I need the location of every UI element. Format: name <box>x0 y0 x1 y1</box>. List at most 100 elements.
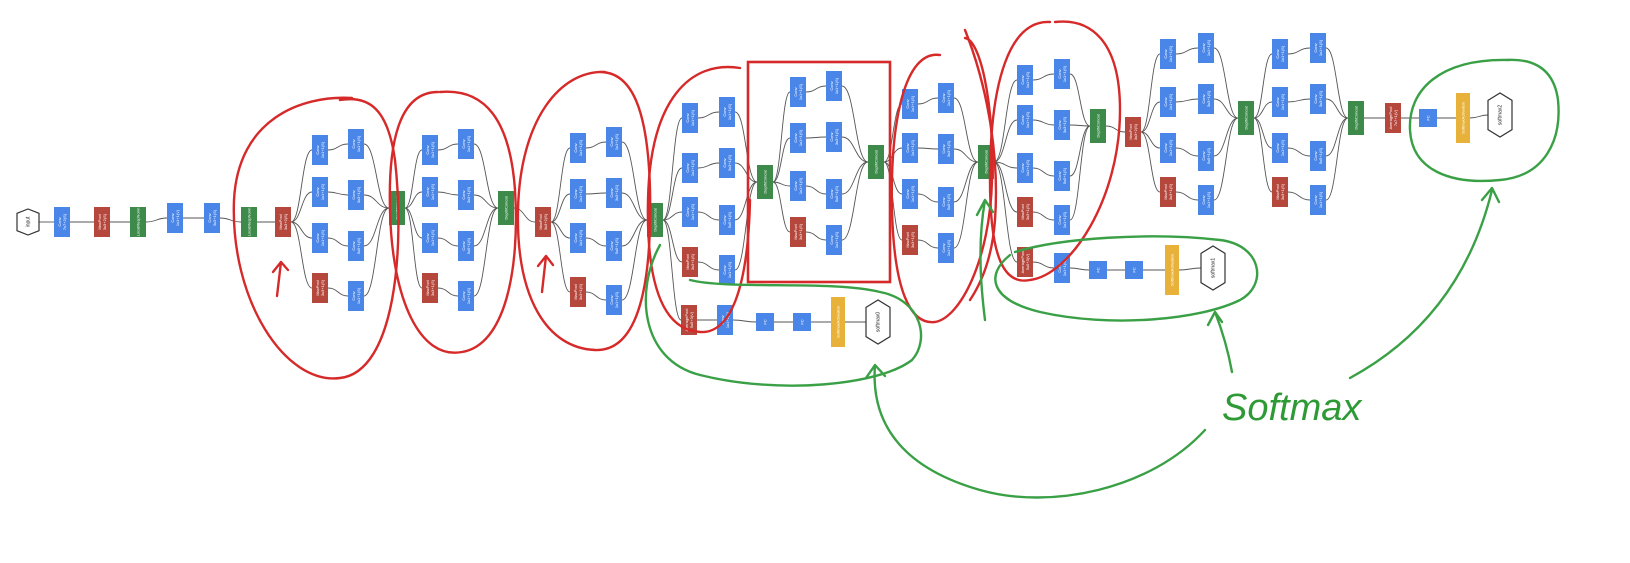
edge <box>363 194 390 209</box>
block-label: DepthConcat <box>874 149 879 173</box>
conv-block-shape <box>312 223 328 253</box>
block-label-line: Conv <box>793 133 798 142</box>
edge <box>550 221 571 293</box>
block-label-line: Conv <box>609 188 614 197</box>
conv-block: Conv3x3+1(S) <box>826 122 842 152</box>
block-label: Conv5x5+1(S) <box>1057 167 1067 184</box>
depth-concat-block: DepthConcat <box>498 191 514 225</box>
conv-block-shape <box>790 123 806 153</box>
conv-block-shape <box>570 223 586 253</box>
block-label: Conv5x5+1(S) <box>609 237 619 254</box>
block-label: softmax0 <box>876 312 882 333</box>
edge <box>734 181 758 271</box>
conv-block: Conv1x1+1(S) <box>1272 87 1288 117</box>
conv-block: Conv1x1+1(S) <box>312 177 328 207</box>
conv-block-shape <box>826 179 842 209</box>
block-label-line: Conv <box>1275 97 1280 106</box>
block-label-line: Conv <box>1020 163 1025 172</box>
edge <box>1287 147 1311 157</box>
conv-block-shape <box>1310 84 1326 114</box>
edge <box>473 143 499 209</box>
conv-block: Conv1x1+1(S) <box>1310 185 1326 215</box>
maxpool-block: MaxPool3x3+1(S) <box>1160 177 1176 207</box>
block-label-line: Conv <box>685 207 690 216</box>
conv-block: Conv1x1+1(S) <box>682 153 698 183</box>
conv-block: Conv1x1+1(S) <box>938 83 954 113</box>
green-arrow-annotation <box>864 363 1207 499</box>
fc-block-shape <box>1419 109 1437 127</box>
block-label: softmax2 <box>1498 105 1504 126</box>
block-label-line: FC <box>1132 267 1137 272</box>
conv-block-shape <box>1017 65 1033 95</box>
edge <box>697 261 720 271</box>
conv-block-shape <box>1054 110 1070 140</box>
block-label: Conv1x1+1(S) <box>793 129 803 146</box>
block-label-line: Conv <box>57 217 62 226</box>
conv-block: Conv3x3+1(S) <box>204 203 220 233</box>
block-label-line: 3x3+1(S) <box>578 283 583 300</box>
block-label-line: 1x1+1(S) <box>910 139 915 156</box>
block-label-line: MaxPool <box>425 280 430 296</box>
edge <box>697 211 720 221</box>
block-label-line: 1x1+1(S) <box>614 291 619 308</box>
edge <box>772 181 791 233</box>
block-label-line: 5x5+1(S) <box>466 237 471 254</box>
block-label-line: 3x3+2(S) <box>102 213 107 230</box>
block-label-line: 5x5+1(S) <box>356 237 361 254</box>
block-label-line: FC <box>763 319 768 324</box>
conv-block: Conv5x5+1(S) <box>458 231 474 261</box>
edge <box>437 191 459 196</box>
conv-block: Conv1x1+1(S) <box>348 129 364 159</box>
conv-block: Conv1x1+1(S) <box>938 233 954 263</box>
conv-block-shape <box>570 179 586 209</box>
conv-block: Conv1x1+1(S) <box>902 179 918 209</box>
conv-block-shape <box>54 207 70 237</box>
block-label-line: 1x1+1(S) <box>834 231 839 248</box>
conv-block: Conv1x1+1(S) <box>1310 33 1326 63</box>
conv-block-shape <box>826 225 842 255</box>
edge <box>662 117 683 221</box>
conv-block: Conv3x3+1(S) <box>1054 110 1070 140</box>
block-label-line: 7x7+2(S) <box>62 213 67 230</box>
conv-block-shape <box>938 83 954 113</box>
block-label: Conv1x1+1(S) <box>941 89 951 106</box>
conv-block-shape <box>1272 133 1288 163</box>
maxpool-block-shape <box>535 207 551 237</box>
edge <box>732 319 757 323</box>
softmax-output-node: softmax1 <box>1200 245 1226 291</box>
maxpool-block-shape <box>94 207 110 237</box>
block-label-line: Conv <box>829 132 834 141</box>
edge <box>621 192 648 221</box>
green-loop-annotation <box>644 243 923 387</box>
block-label-line: 3x3+1(S) <box>946 140 951 157</box>
edge <box>1178 267 1202 271</box>
edge <box>841 85 869 163</box>
edge <box>953 161 979 203</box>
block-label: Conv1x1+1(S) <box>685 159 695 176</box>
conv-block: Conv7x7+2(S) <box>54 207 70 237</box>
edge <box>1032 167 1055 177</box>
depth-concat-block-shape <box>868 145 884 179</box>
block-label-line: DepthConcat <box>653 207 658 231</box>
block-label-line: Conv <box>573 233 578 242</box>
conv-block: Conv1x1+1(S) <box>422 135 438 165</box>
block-label-line: MaxPool <box>573 284 578 300</box>
conv-block-shape <box>826 122 842 152</box>
red-loop-annotation <box>388 90 518 354</box>
softmax-activation-block: SoftmaxActivation <box>831 297 845 347</box>
norm-block-shape <box>130 207 146 237</box>
conv-block: Conv1x1+1(S) <box>1054 59 1070 89</box>
block-label: MaxPool3x3+1(S) <box>573 283 583 300</box>
conv-block-shape <box>1310 185 1326 215</box>
conv-block: Conv1x1+1(S) <box>458 129 474 159</box>
block-label: MaxPool3x3+1(S) <box>1020 203 1030 220</box>
block-label-line: Conv <box>905 143 910 152</box>
conv-block-shape <box>458 231 474 261</box>
conv-block-shape <box>458 180 474 210</box>
edge <box>1069 125 1091 177</box>
red-arrow-annotation <box>271 260 290 298</box>
block-label-line: 5x5+1(S) <box>614 237 619 254</box>
maxpool-block: MaxPool3x3+2(S) <box>94 207 110 237</box>
block-label-line: Conv <box>461 190 466 199</box>
